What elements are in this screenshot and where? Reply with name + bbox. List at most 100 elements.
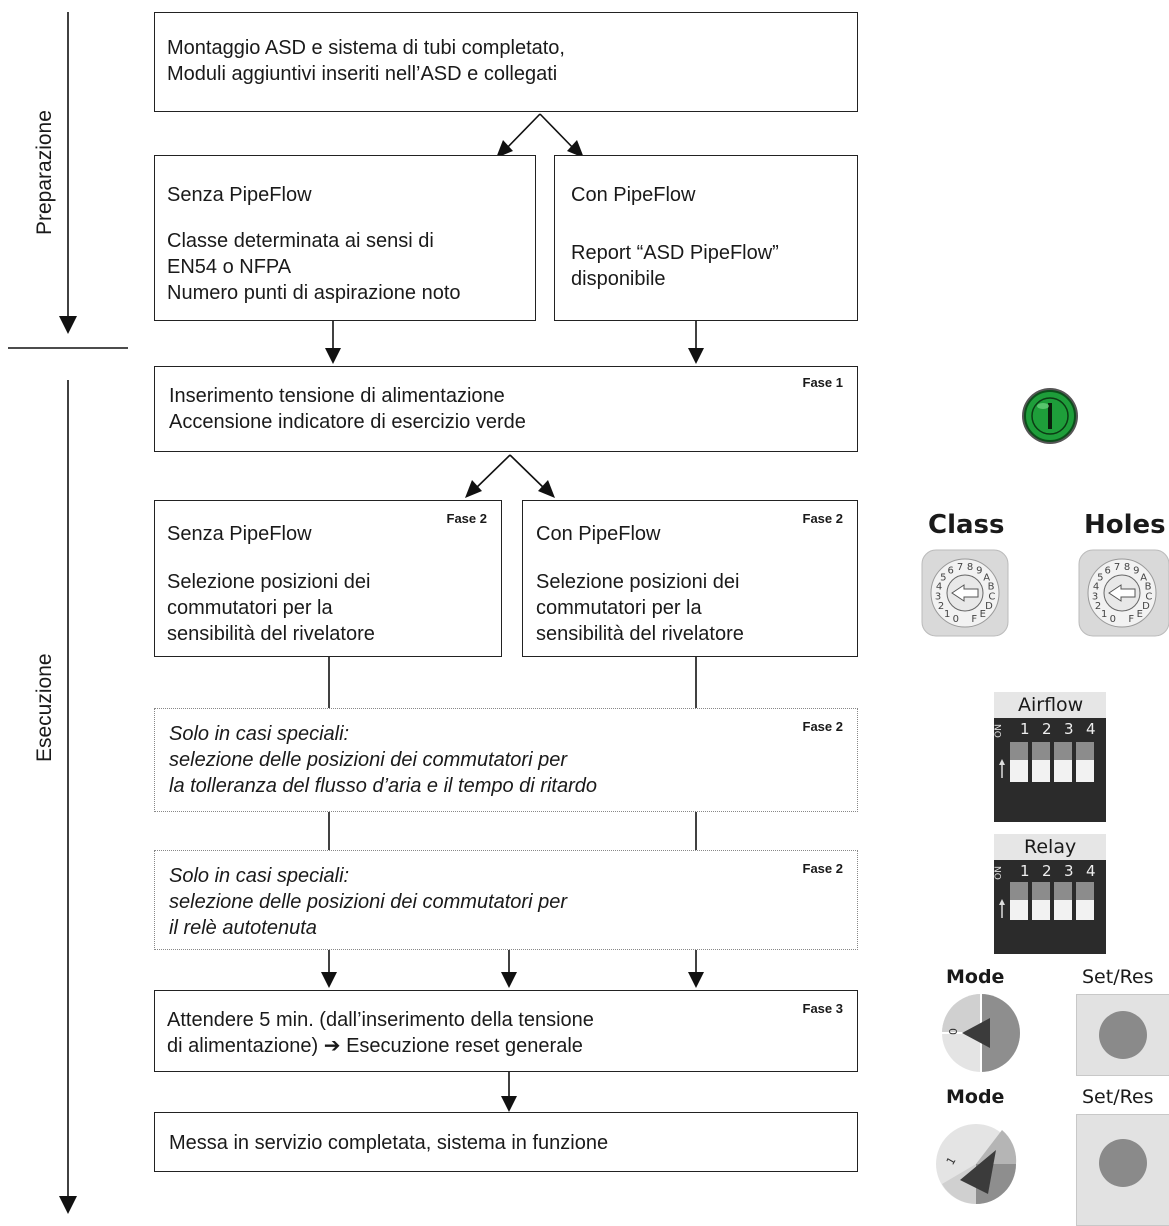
dip-on-label: ON [994,866,1004,880]
dial-position-label: 7 [957,562,963,573]
box-line: disponibile [571,268,666,290]
dial-position-label: D [985,601,993,612]
dip-on-label: ON [994,724,1004,738]
dial-position-label: A [983,572,990,583]
execution-section-label: Esecuzione [33,653,56,762]
mode-label-1: Mode [946,1086,1005,1108]
dial-position-label: 2 [1095,601,1101,612]
box-line: Accensione indicatore di esercizio verde [169,411,526,433]
dial-position-label: 2 [938,601,944,612]
set-reset-button-2[interactable] [1076,1114,1169,1226]
mode-label-0: Mode [946,966,1005,988]
dial-position-label: B [988,581,995,592]
box-line: sensibilità del rivelatore [536,623,744,645]
box-line: il relè autotenuta [169,917,317,939]
mode-value-text: 0 [947,1028,960,1035]
phase-tag: Fase 1 [802,375,843,390]
dip-number: 4 [1086,720,1096,738]
dial-position-label: 5 [1097,572,1103,583]
dial-position-label: 8 [1124,562,1130,573]
prep-with-pipeflow-box: Con PipeFlow Report “ASD PipeFlow” dispo… [554,155,858,321]
dial-position-label: 8 [967,562,973,573]
dip-number: 4 [1086,862,1096,880]
dial-position-label: 7 [1114,562,1120,573]
dial-position-label: A [1140,572,1147,583]
box-line: Inserimento tensione di alimentazione [169,385,505,407]
box-line: Moduli aggiuntivi inseriti nell’ASD e co… [167,63,558,85]
box-line: Numero punti di aspirazione noto [167,282,461,304]
box-line: Classe determinata ai sensi di [167,230,434,252]
setres-label-2: Set/Res [1082,1086,1154,1108]
box-title: Senza PipeFlow [167,184,312,206]
dip-number: 3 [1064,720,1074,738]
box-line: Selezione posizioni dei [536,571,740,593]
set-reset-button-1[interactable] [1076,994,1169,1076]
mode-switch-position-0-icon: 0 [942,994,1020,1072]
button-knob [1099,1011,1147,1059]
box-line: Selezione posizioni dei [167,571,371,593]
relay-dip-switch: Relay ON 1 2 3 4 [994,834,1106,954]
box-line: la tolleranza del flusso d’aria e il tem… [169,775,597,797]
box-line: commutatori per la [536,597,702,619]
dip-number: 2 [1042,720,1052,738]
box-line: Report “ASD PipeFlow” [571,242,779,264]
dial-position-label: 4 [1093,581,1099,592]
dial-position-label: F [1128,614,1134,625]
phase-tag: Fase 2 [802,719,843,734]
dial-position-label: 1 [1101,609,1107,620]
phase2-with-pipeflow-box: Fase 2 Con PipeFlow Selezione posizioni … [522,500,858,657]
phase1-box: Fase 1 Inserimento tensione di alimentaz… [154,366,858,452]
class-label: Class [928,510,1005,540]
dial-position-label: 3 [935,591,941,602]
dial-position-label: 9 [1133,566,1139,577]
assembly-complete-box: Montaggio ASD e sistema di tubi completa… [154,12,858,112]
dip-number: 3 [1064,862,1074,880]
dial-position-label: 4 [936,581,942,592]
dial-position-label: D [1142,601,1150,612]
box-line: sensibilità del rivelatore [167,623,375,645]
box-title: Con PipeFlow [536,523,661,545]
phase-tag: Fase 3 [802,1001,843,1016]
dial-position-label: C [1145,591,1152,602]
setres-label-1: Set/Res [1082,966,1154,988]
phase-tag: Fase 2 [802,861,843,876]
dip-number: 1 [1020,862,1030,880]
phase-tag: Fase 2 [802,511,843,526]
box-line: Attendere 5 min. (dall’inserimento della… [167,1009,594,1031]
dial-position-label: C [988,591,995,602]
box-line: selezione delle posizioni dei commutator… [169,891,567,913]
holes-label: Holes [1084,510,1166,540]
special-relay-box: Fase 2 Solo in casi speciali: selezione … [154,850,858,950]
airflow-dip-switch: Airflow ON 1 2 3 4 [994,692,1106,822]
dial-position-label: 9 [976,566,982,577]
phase-tag: Fase 2 [446,511,487,526]
box-title: Con PipeFlow [571,184,696,206]
button-knob [1099,1139,1147,1187]
dial-position-label: 6 [1105,566,1111,577]
box-line: Messa in servizio completata, sistema in… [169,1132,609,1154]
dip-number: 1 [1020,720,1030,738]
dial-position-label: 0 [953,614,959,625]
special-airflow-box: Fase 2 Solo in casi speciali: selezione … [154,708,858,812]
airflow-label: Airflow [1018,694,1084,716]
power-led-icon [1022,388,1078,444]
phase3-box: Fase 3 Attendere 5 min. (dall’inseriment… [154,990,858,1072]
box-line: commutatori per la [167,597,333,619]
phase2-without-pipeflow-box: Fase 2 Senza PipeFlow Selezione posizion… [154,500,502,657]
relay-label: Relay [1024,836,1077,858]
prep-without-pipeflow-box: Senza PipeFlow Classe determinata ai sen… [154,155,536,321]
dial-position-label: 3 [1092,591,1098,602]
dial-position-label: E [980,609,986,620]
box-line: selezione delle posizioni dei commutator… [169,749,567,771]
dip-number: 2 [1042,862,1052,880]
dial-position-label: 6 [948,566,954,577]
box-line: Solo in casi speciali: [169,865,350,887]
dial-position-label: 0 [1110,614,1116,625]
box-line: Montaggio ASD e sistema di tubi completa… [167,37,565,59]
box-line: Solo in casi speciali: [169,723,350,745]
box-title: Senza PipeFlow [167,523,312,545]
dial-position-label: E [1137,609,1143,620]
final-box: Messa in servizio completata, sistema in… [154,1112,858,1172]
